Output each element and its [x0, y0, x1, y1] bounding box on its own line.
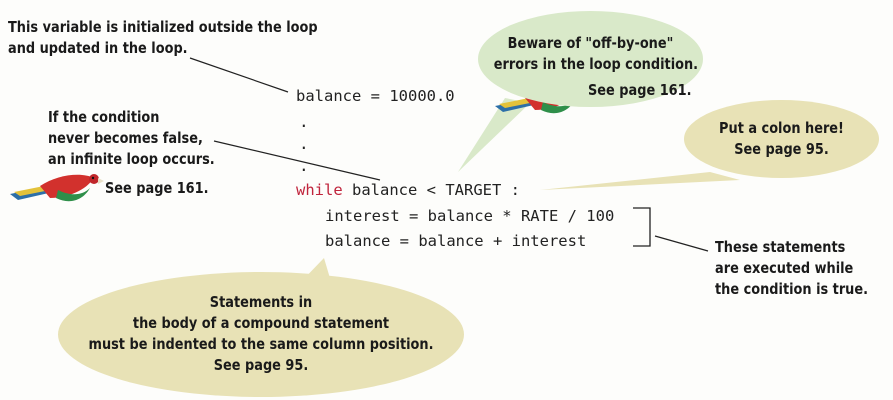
executed-note: These statements are executed while the … [715, 238, 869, 298]
code-body-line-1: interest = balance * RATE / 100 [325, 207, 615, 225]
offbyone-note: Beware of "off-by-one" errors in the loo… [493, 34, 699, 73]
infinite-leader-line [213, 140, 381, 181]
body-bracket [633, 207, 651, 247]
code-init-line: balance = 10000.0 [296, 87, 455, 105]
colon-bubble [684, 100, 879, 178]
body-bubble [58, 272, 464, 397]
init-leader-line [189, 57, 289, 93]
infinite-loop-note: If the condition never becomes false, an… [48, 108, 215, 168]
colon-bubble-tail [540, 172, 740, 190]
parrot-icon [10, 174, 104, 202]
init-note: This variable is initialized outside the… [8, 18, 318, 57]
offbyone-bubble-tail [458, 98, 530, 172]
while-condition: balance < TARGET : [342, 181, 520, 199]
code-body-line-2: balance = balance + interest [325, 232, 587, 250]
ellipsis-dot: . [299, 134, 309, 153]
code-while-line: while balance < TARGET : [296, 180, 520, 200]
offbyone-ref: See page 161. [588, 81, 692, 99]
while-keyword: while [296, 181, 343, 199]
body-indent-note: Statements in the body of a compound sta… [88, 293, 434, 374]
ellipsis-dot: . [299, 112, 309, 131]
offbyone-bubble [478, 11, 703, 107]
infinite-loop-ref: See page 161. [105, 179, 209, 197]
colon-note: Put a colon here! See page 95. [719, 119, 844, 158]
executed-leader-line [654, 235, 709, 252]
ellipsis-dot: . [299, 156, 309, 175]
